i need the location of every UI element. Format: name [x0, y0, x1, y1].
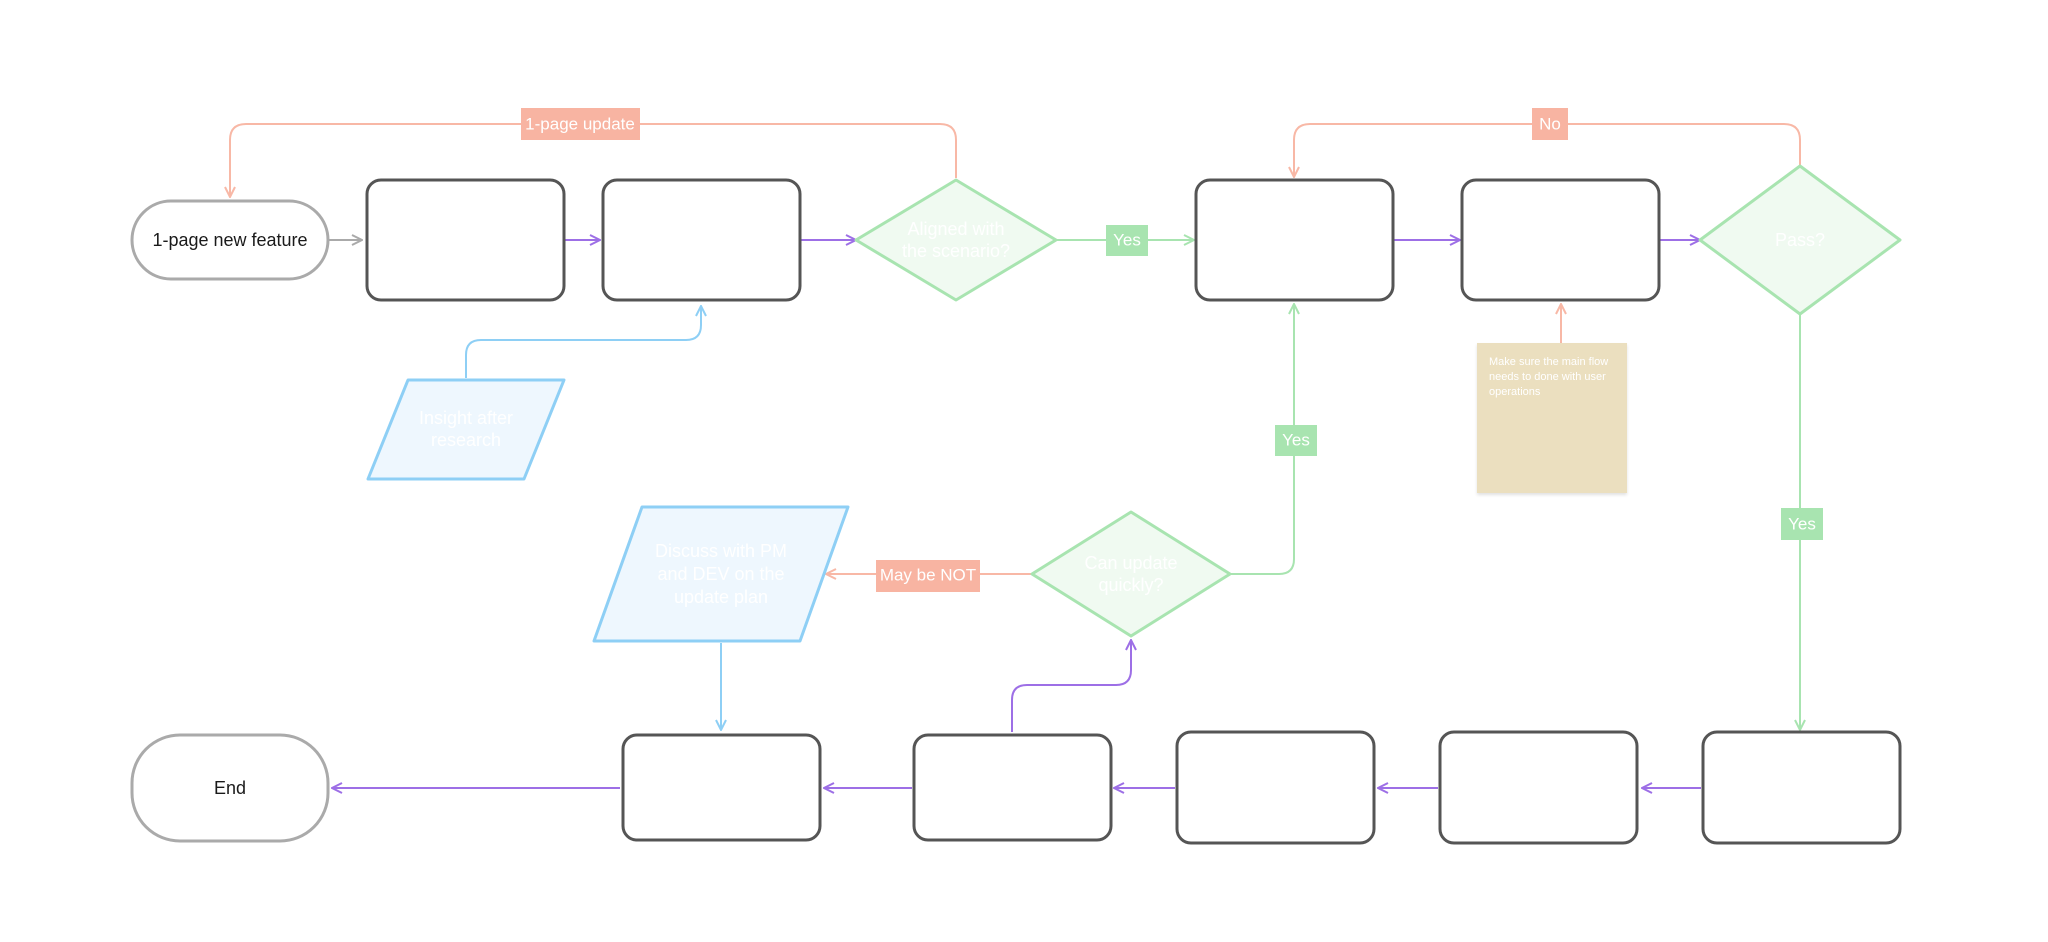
process-bottom-2[interactable] — [912, 733, 1113, 842]
canupdate-label-line2: quickly? — [1098, 575, 1163, 595]
aligned-label-line2: the scenario? — [902, 241, 1010, 261]
insight-label-line2: research — [431, 430, 501, 450]
sticky-note-text: Make sure the main flow needs to done wi… — [1489, 356, 1609, 398]
badge-maybe-not: May be NOT — [876, 560, 980, 592]
process-step-2[interactable] — [601, 178, 802, 302]
badge-no-pass: No — [1532, 108, 1568, 140]
badge-yes-update-label: Yes — [1282, 430, 1310, 449]
badge-yes-aligned-label: Yes — [1113, 230, 1141, 249]
badge-yes-pass: Yes — [1781, 508, 1823, 540]
process-step-4[interactable] — [1460, 178, 1661, 302]
arrow-insight-to-step2 — [465, 306, 701, 378]
decision-can-update[interactable]: Can update quickly? — [1030, 510, 1232, 638]
start-label: 1-page new feature — [152, 230, 307, 250]
decision-pass[interactable]: Pass? — [1698, 164, 1902, 316]
badge-yes-update: Yes — [1275, 425, 1317, 456]
start-terminal[interactable]: 1-page new feature — [130, 199, 330, 281]
decision-aligned[interactable]: Aligned with the scenario? — [854, 178, 1058, 302]
badge-one-page-update-label: 1-page update — [525, 114, 635, 133]
insight-label-line1: Insight after — [419, 408, 513, 428]
badge-yes-pass-label: Yes — [1788, 514, 1816, 533]
end-terminal[interactable]: End — [130, 733, 330, 843]
canupdate-label-line1: Can update — [1084, 553, 1177, 573]
badge-one-page-update: 1-page update — [521, 108, 640, 140]
input-insight[interactable]: Insight after research — [366, 378, 566, 481]
badge-no-pass-label: No — [1539, 114, 1561, 133]
process-bottom-5[interactable] — [1701, 730, 1902, 845]
discuss-label-line2: and DEV on the — [657, 564, 784, 584]
arrow-b2-to-canupdate — [1011, 640, 1131, 732]
input-discuss[interactable]: Discuss with PM and DEV on the update pl… — [592, 505, 850, 643]
aligned-label-line1: Aligned with — [907, 219, 1004, 239]
badge-yes-aligned: Yes — [1106, 225, 1148, 256]
arrow-canupdate-yes — [1230, 304, 1294, 575]
process-bottom-4[interactable] — [1438, 730, 1639, 845]
discuss-label-line1: Discuss with PM — [655, 541, 787, 561]
end-label: End — [214, 778, 246, 798]
process-step-3[interactable] — [1194, 178, 1395, 302]
process-step-1[interactable] — [365, 178, 566, 302]
sticky-note[interactable]: Make sure the main flow needs to done wi… — [1477, 343, 1627, 493]
pass-label: Pass? — [1775, 230, 1825, 250]
discuss-label-line3: update plan — [674, 587, 768, 607]
process-bottom-1[interactable] — [621, 733, 822, 842]
process-bottom-3[interactable] — [1175, 730, 1376, 845]
badge-maybe-not-label: May be NOT — [880, 565, 976, 584]
